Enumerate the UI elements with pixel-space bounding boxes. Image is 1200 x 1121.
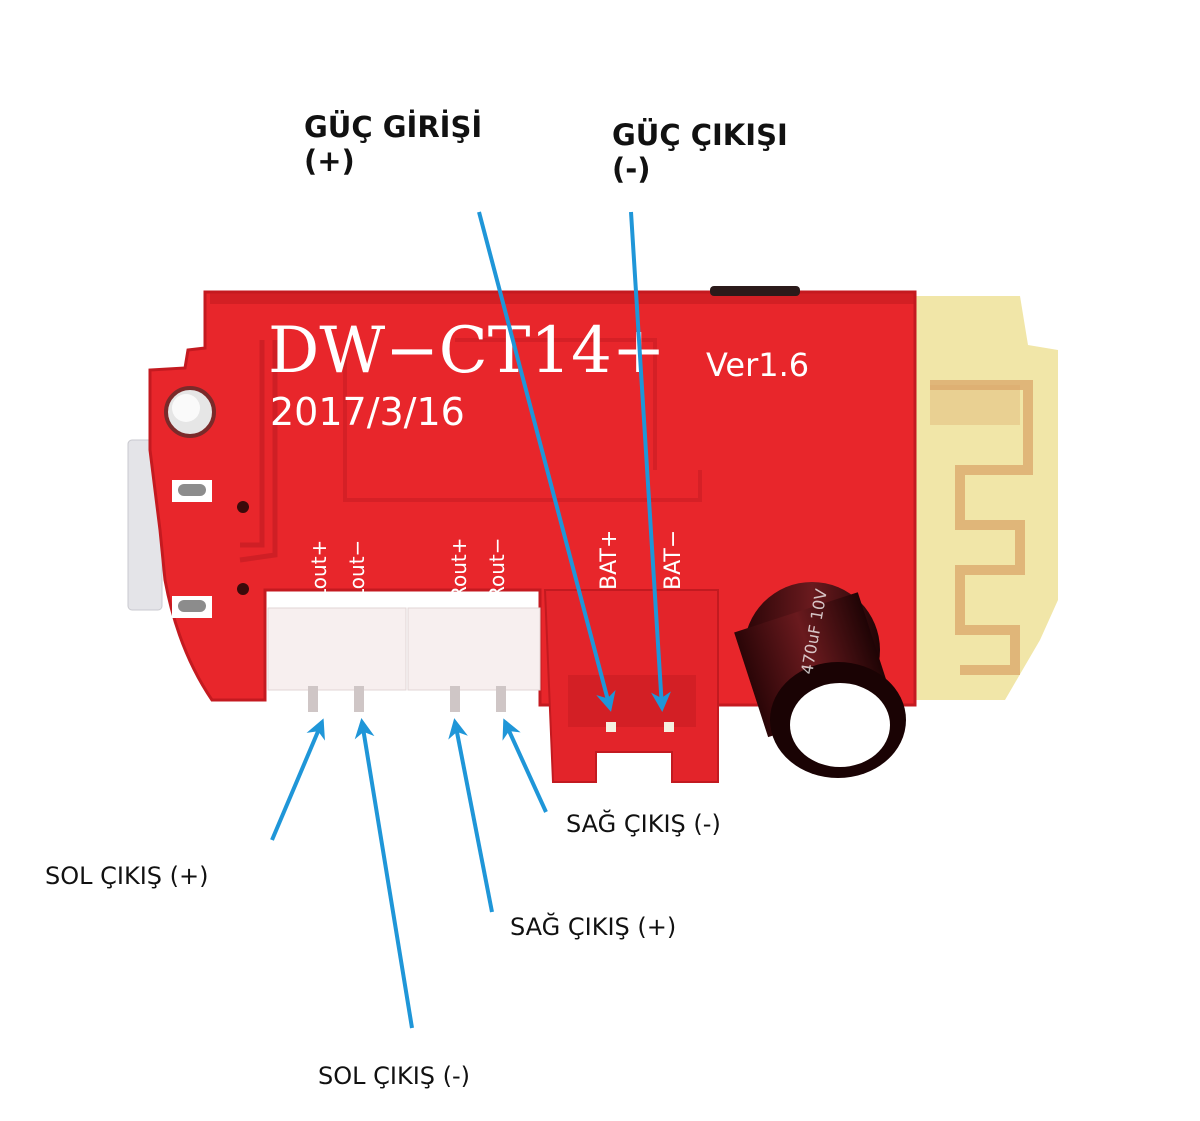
annotation-arrows — [270, 211, 671, 1029]
right-output-plus-label: SAĞ ÇIKIŞ (+) — [510, 913, 677, 941]
power-output-polarity: (-) — [612, 152, 651, 186]
pcb-board — [148, 286, 917, 707]
arrow-right-plus — [448, 718, 494, 913]
left-output-connector — [267, 607, 407, 712]
pin-label-lout-plus: Lout+ — [307, 540, 331, 600]
pin-label-rout-plus: Rout+ — [447, 537, 471, 600]
board-version-text: Ver1.6 — [706, 346, 809, 384]
pin-label-bat-minus: BAT− — [661, 530, 686, 590]
arrow-power-in — [477, 211, 616, 712]
left-output-plus-label: SOL ÇIKIŞ (+) — [45, 862, 209, 890]
power-output-title: GÜÇ ÇIKIŞI — [612, 118, 788, 152]
arrow-power-out — [629, 211, 671, 712]
right-output-minus-label: SAĞ ÇIKIŞ (-) — [566, 810, 721, 838]
board-date-text: 2017/3/16 — [270, 390, 465, 434]
pin-label-rout-minus: Rout− — [485, 537, 509, 600]
power-input-title: GÜÇ GİRİŞİ — [304, 110, 483, 144]
power-output-label: GÜÇ ÇIKIŞI (-) — [612, 118, 788, 186]
pin-label-bat-plus: BAT+ — [597, 530, 622, 590]
power-input-polarity: (+) — [304, 144, 355, 178]
pin-label-lout-minus: Lout− — [345, 540, 369, 600]
power-input-label: GÜÇ GİRİŞİ (+) — [304, 110, 482, 178]
board-model-text: DW−CT14+ — [268, 314, 665, 388]
antenna-board — [905, 296, 1058, 700]
arrow-left-plus — [270, 718, 325, 841]
pin-labels: Lout+ Lout− Rout+ Rout− BAT+ BAT− — [307, 530, 686, 600]
right-output-connector — [407, 607, 541, 712]
arrow-right-minus — [502, 718, 548, 813]
arrow-left-minus — [354, 718, 414, 1029]
capacitor: 470uF 10V — [734, 582, 906, 778]
battery-connector — [543, 589, 719, 783]
left-output-minus-label: SOL ÇIKIŞ (-) — [318, 1062, 471, 1090]
